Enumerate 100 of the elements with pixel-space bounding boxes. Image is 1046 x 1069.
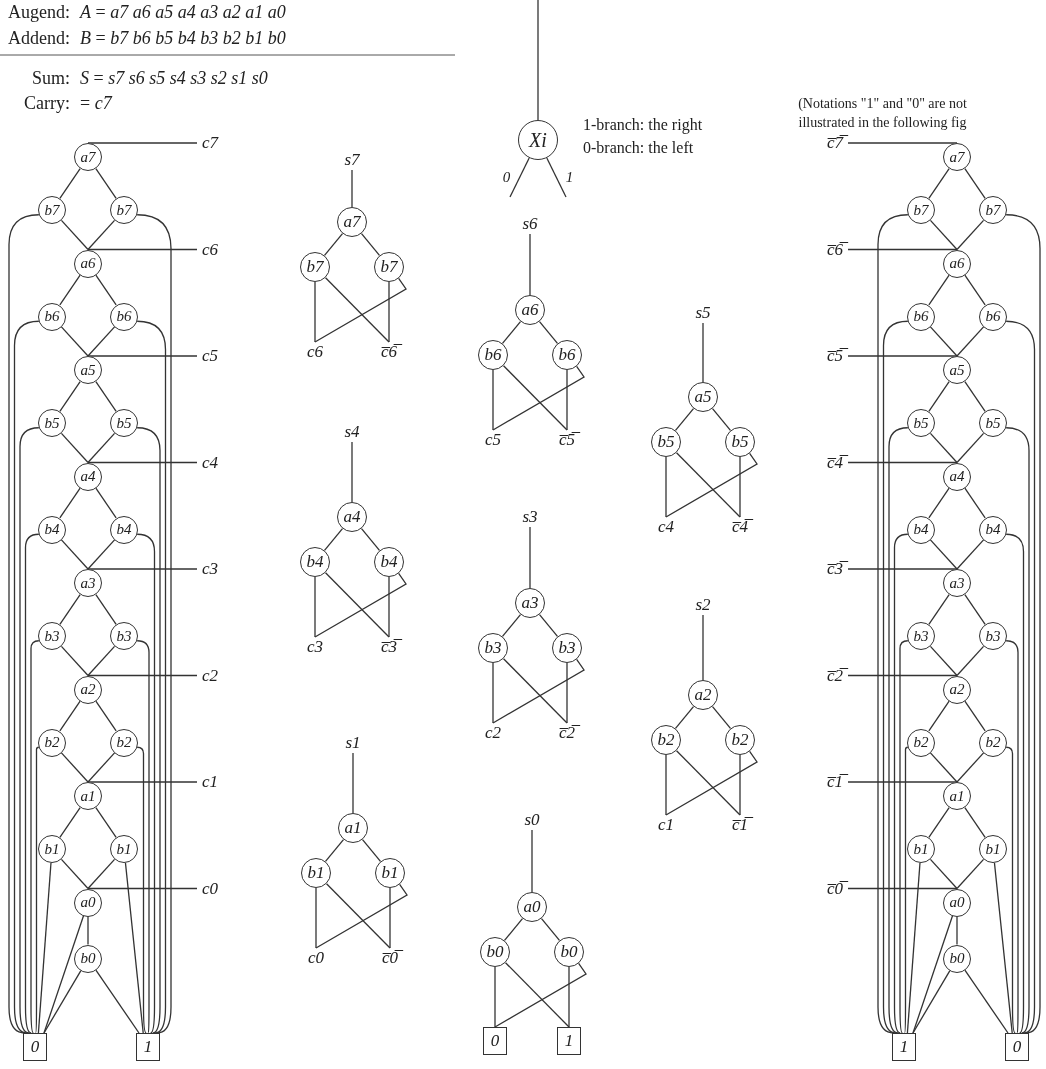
text-label: 0-branch: the left xyxy=(583,138,694,158)
function-label: c7 xyxy=(197,133,219,153)
branch-line xyxy=(665,452,758,518)
branch-line xyxy=(87,915,89,946)
variable-node: b5 xyxy=(651,427,681,457)
variable-node: b2 xyxy=(110,728,138,757)
branch-line xyxy=(964,806,986,839)
branch-line xyxy=(136,427,161,1034)
output-line xyxy=(531,829,533,893)
variable-node: b4 xyxy=(374,547,404,577)
output-line xyxy=(702,614,704,681)
branch-line xyxy=(674,407,695,432)
variable-node: b7 xyxy=(300,252,330,282)
branch-line xyxy=(674,705,695,730)
branch-line xyxy=(492,658,585,724)
branch-line xyxy=(1005,214,1041,1034)
function-label: c̅7̅ xyxy=(826,133,848,153)
branch-line xyxy=(711,407,732,432)
branch-line xyxy=(60,326,89,357)
variable-node: Xi xyxy=(518,120,558,160)
variable-node: a5 xyxy=(943,356,971,384)
variable-node: b3 xyxy=(38,622,66,650)
branch-line xyxy=(60,432,89,464)
branch-line xyxy=(323,527,344,552)
branch-line xyxy=(314,572,407,638)
variable-node: a7 xyxy=(943,143,971,171)
function-label: s0 xyxy=(512,810,552,830)
branch-line xyxy=(494,966,496,1028)
variable-node: b2 xyxy=(651,725,681,755)
variable-node: b4 xyxy=(110,515,138,544)
variable-node: b4 xyxy=(38,515,66,544)
branch-line xyxy=(964,167,986,200)
branch-line xyxy=(928,274,950,306)
branch-line xyxy=(315,887,317,949)
branch-line xyxy=(509,157,530,198)
branch-line xyxy=(665,754,667,816)
variable-node: b3 xyxy=(979,622,1007,650)
function-label: s6 xyxy=(510,214,550,234)
branch-line xyxy=(956,858,985,890)
branch-line xyxy=(912,915,954,1034)
variable-node: b7 xyxy=(38,196,66,224)
branch-line xyxy=(503,917,524,942)
branch-line xyxy=(87,645,116,677)
variable-node: b6 xyxy=(552,340,582,370)
variable-node: b1 xyxy=(110,835,138,863)
branch-line xyxy=(956,219,985,251)
variable-node: b4 xyxy=(907,515,935,544)
branch-line xyxy=(60,858,89,890)
variable-node: a5 xyxy=(74,356,102,384)
branch-line xyxy=(964,487,986,519)
branch-line xyxy=(501,613,522,638)
variable-node: a2 xyxy=(943,675,971,704)
branch-line xyxy=(314,281,316,343)
variable-node: b0 xyxy=(480,937,510,967)
text-label: = c7 xyxy=(80,93,112,113)
branch-line xyxy=(13,320,40,1034)
function-label: s4 xyxy=(332,422,372,442)
branch-line xyxy=(929,219,958,251)
variable-node: b5 xyxy=(38,409,66,437)
branch-line xyxy=(388,576,390,638)
variable-node: b4 xyxy=(300,547,330,577)
terminal-box: 1 xyxy=(557,1027,581,1055)
branch-line xyxy=(928,700,950,732)
branch-line xyxy=(95,593,117,626)
output-line xyxy=(847,887,958,890)
variable-node: a7 xyxy=(337,207,367,237)
branch-line xyxy=(882,320,909,1034)
variable-node: b1 xyxy=(375,858,405,888)
output-line xyxy=(352,752,354,814)
branch-line xyxy=(95,806,117,839)
branch-line xyxy=(492,662,494,724)
branch-line xyxy=(1005,640,1019,1034)
output-line xyxy=(529,233,531,296)
function-label: c̅1̅ xyxy=(720,815,760,835)
function-label: s2 xyxy=(683,595,723,615)
text-label: B = b7 b6 b5 b4 b3 b2 b1 b0 xyxy=(80,28,286,48)
text-label: Carry: xyxy=(24,93,70,113)
branch-line xyxy=(314,576,316,638)
branch-line xyxy=(95,700,117,732)
variable-node: a0 xyxy=(517,892,547,922)
variable-node: b6 xyxy=(110,302,138,331)
branch-line xyxy=(739,456,741,518)
branch-line xyxy=(136,746,147,1034)
variable-node: b2 xyxy=(979,728,1007,757)
variable-node: b7 xyxy=(907,196,935,224)
branch-line xyxy=(87,326,116,357)
branch-line xyxy=(711,705,732,730)
variable-node: b5 xyxy=(979,409,1007,437)
branch-line xyxy=(37,862,52,1034)
branch-line xyxy=(136,533,156,1034)
branch-line xyxy=(136,214,172,1034)
function-label: c5 xyxy=(197,346,219,366)
output-line xyxy=(529,526,531,589)
branch-line xyxy=(43,915,85,1034)
branch-line xyxy=(388,281,390,343)
function-label: c̅5̅ xyxy=(547,430,587,450)
function-label: c6 xyxy=(197,239,219,260)
branch-line xyxy=(60,752,89,783)
output-line xyxy=(847,248,958,251)
branch-line xyxy=(136,640,150,1034)
